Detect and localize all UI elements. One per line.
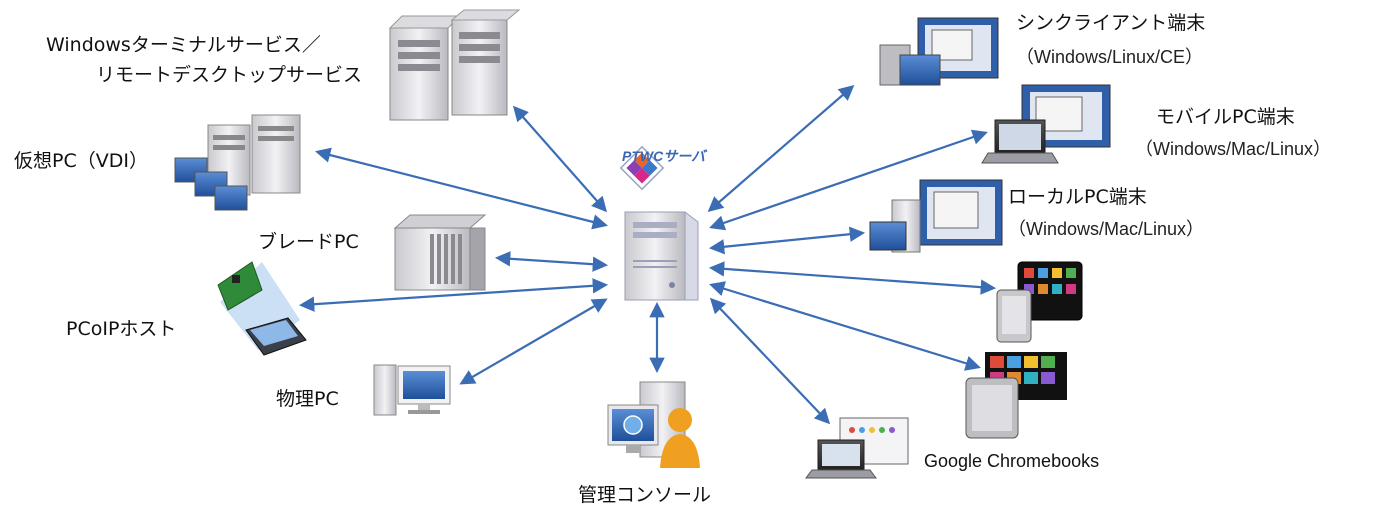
connection-arrows (298, 84, 997, 425)
blade-pc-label: ブレードPC (258, 231, 359, 253)
arrow-pcoip (298, 278, 609, 312)
physical-pc-label: 物理PC (276, 388, 339, 410)
tablet-icon (996, 261, 1083, 343)
thin-client-title: シンクライアント端末 (1016, 12, 1206, 34)
ptwc-server-label: PTWCサーバ (622, 148, 706, 164)
mobile-pc-title: モバイルPC端末 (1156, 106, 1295, 128)
arrow-tablet-2 (709, 281, 981, 371)
arrow-mobile-pc (709, 129, 988, 231)
admin-console-icon (607, 381, 700, 468)
tablet-2-icon (965, 352, 1067, 439)
thin-client-icon (879, 17, 999, 86)
arrow-terminal-services (512, 105, 608, 213)
local-pc-title: ローカルPC端末 (1008, 186, 1147, 208)
local-pc-icon (869, 179, 1003, 253)
vdi-label: 仮想PC（VDI） (14, 150, 148, 172)
admin-console-label: 管理コンソール (578, 484, 712, 506)
mobile-pc-icon (981, 84, 1111, 164)
arrow-physical (459, 298, 608, 385)
pcoip-card-icon (217, 261, 307, 356)
terminal-server-icon (388, 9, 521, 121)
pcoip-label: PCoIPホスト (66, 318, 177, 340)
arrow-chromebook (709, 297, 831, 425)
chromebook-icon (805, 417, 909, 479)
local-pc-sub: （Windows/Mac/Linux） (1008, 219, 1205, 239)
physical-pc-icon (373, 364, 451, 416)
thin-client-sub: （Windows/Linux/CE） (1016, 47, 1204, 67)
arrow-blade (494, 251, 609, 272)
ptwc-server-icon (619, 145, 699, 301)
terminal-services-label-line1: Windowsターミナルサービス／ (46, 34, 321, 56)
vdi-servers-icon (174, 114, 301, 211)
arrow-thin-client (707, 84, 855, 213)
terminal-services-label-line2: リモートデスクトップサービス (96, 64, 363, 86)
chromebook-label: Google Chromebooks (924, 451, 1100, 471)
arrow-local-pc (708, 226, 866, 255)
mobile-pc-sub: （Windows/Mac/Linux） (1135, 139, 1332, 159)
arrow-vdi (315, 147, 608, 230)
arrow-tablet (708, 261, 997, 295)
blade-pc-icon (393, 214, 487, 291)
